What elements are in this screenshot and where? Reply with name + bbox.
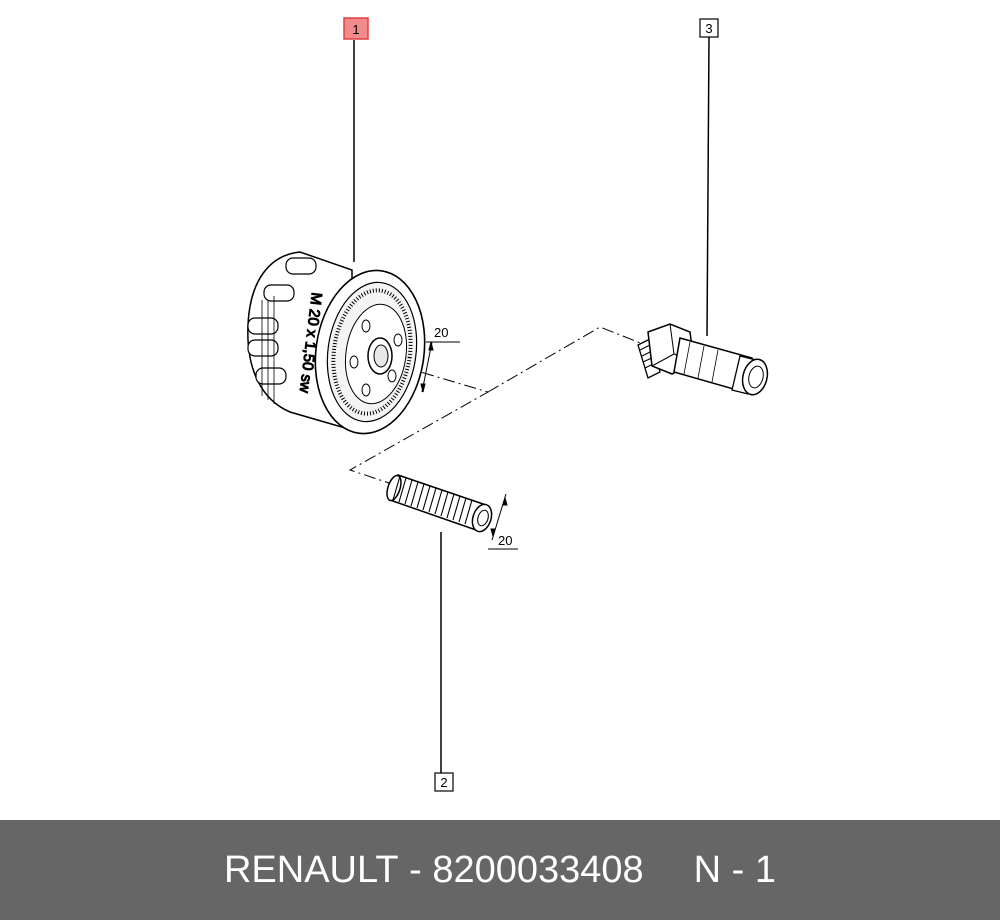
callout-1-label: 1: [352, 22, 359, 37]
filter-dimension: [420, 341, 460, 393]
brand-name: RENAULT: [223, 848, 399, 891]
callout-2[interactable]: 2: [434, 772, 454, 792]
page-indicator: N - 1: [693, 848, 777, 891]
part-number: 8200033408: [432, 848, 644, 891]
callout-2-label: 2: [440, 775, 447, 790]
stud-dimension-label: 20: [498, 533, 512, 548]
filter-dimension-label: 20: [434, 325, 448, 340]
leader-line-3: [706, 36, 710, 337]
callout-1[interactable]: 1: [343, 17, 369, 40]
threaded-stud: [386, 474, 493, 533]
part-info-footer: RENAULT - 8200033408 N - 1: [0, 820, 1000, 920]
pressure-switch: [637, 323, 769, 396]
callout-3-label: 3: [705, 21, 712, 36]
callout-3[interactable]: 3: [699, 18, 719, 38]
parts-diagram: 1 3 2: [247, 17, 769, 792]
stud-dimension: [488, 493, 518, 550]
footer-separator: -: [398, 848, 433, 891]
oil-filter: M 20 x 1,50 sw: [247, 251, 426, 435]
assembly-axis: [348, 326, 649, 486]
